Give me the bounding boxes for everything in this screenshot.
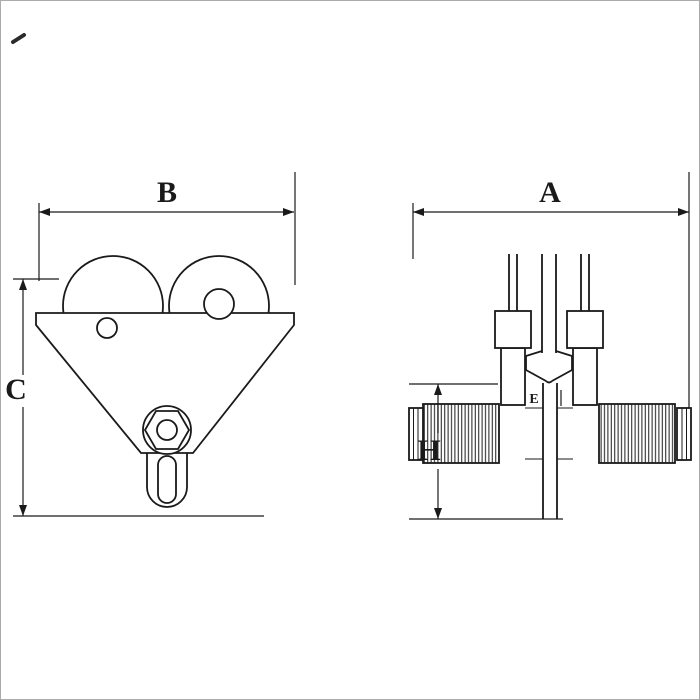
arrowhead-h-bottom	[434, 508, 442, 519]
hanger-rod-left	[508, 254, 518, 313]
wheel-hub	[203, 288, 235, 320]
side-plate	[35, 312, 295, 454]
arrowhead-c-top	[19, 279, 27, 290]
end-cap-right-lines	[681, 408, 687, 460]
arrowhead-b-left	[39, 208, 50, 216]
scan-artifact-mark	[11, 33, 26, 44]
end-cap-right-body	[676, 407, 692, 461]
side-plate-right	[572, 347, 598, 406]
front-view: A	[408, 172, 692, 520]
nut-bore	[156, 419, 178, 441]
dimension-e: E	[529, 390, 562, 407]
roller-right	[598, 403, 676, 464]
clamp-block-right	[566, 310, 604, 349]
i-beam-web	[541, 254, 557, 353]
end-cap-left-lines	[413, 408, 419, 460]
dim-label-h: H	[417, 434, 440, 467]
dim-label-a: A	[539, 176, 561, 209]
hanger-rod-right	[580, 254, 590, 313]
roller-right-body	[598, 403, 676, 464]
dim-label-e: E	[529, 392, 538, 407]
side-plate-left	[500, 347, 526, 406]
axle-lines	[525, 407, 573, 460]
arrowhead-b-right	[283, 208, 294, 216]
dimension-b: B	[38, 172, 296, 285]
arrowhead-a-right	[678, 208, 689, 216]
end-cap-right	[676, 407, 692, 461]
trolley-front-view	[408, 254, 692, 519]
arrowhead-c-bottom	[19, 505, 27, 516]
arrowhead-a-left	[413, 208, 424, 216]
dimension-h: H	[409, 383, 563, 520]
trolley-side-view	[35, 255, 295, 508]
dimension-a: A	[412, 172, 690, 425]
side-view: B C	[5, 172, 296, 517]
end-cap-left	[408, 407, 424, 461]
eye-slot	[157, 455, 177, 504]
roller-left	[422, 403, 500, 464]
beam-flange	[525, 350, 573, 384]
dim-label-b: B	[157, 176, 177, 209]
suspension-eye	[146, 453, 188, 508]
end-cap-left-body	[408, 407, 424, 461]
clamp-block-left	[494, 310, 532, 349]
dimension-c: C	[5, 278, 264, 517]
hanger-bar	[542, 383, 558, 519]
bolt-hole	[96, 317, 118, 339]
hex-nut	[142, 405, 192, 455]
dim-label-c: C	[5, 373, 27, 406]
hex-nut-flats	[143, 410, 191, 450]
arrowhead-h-top	[434, 384, 442, 395]
